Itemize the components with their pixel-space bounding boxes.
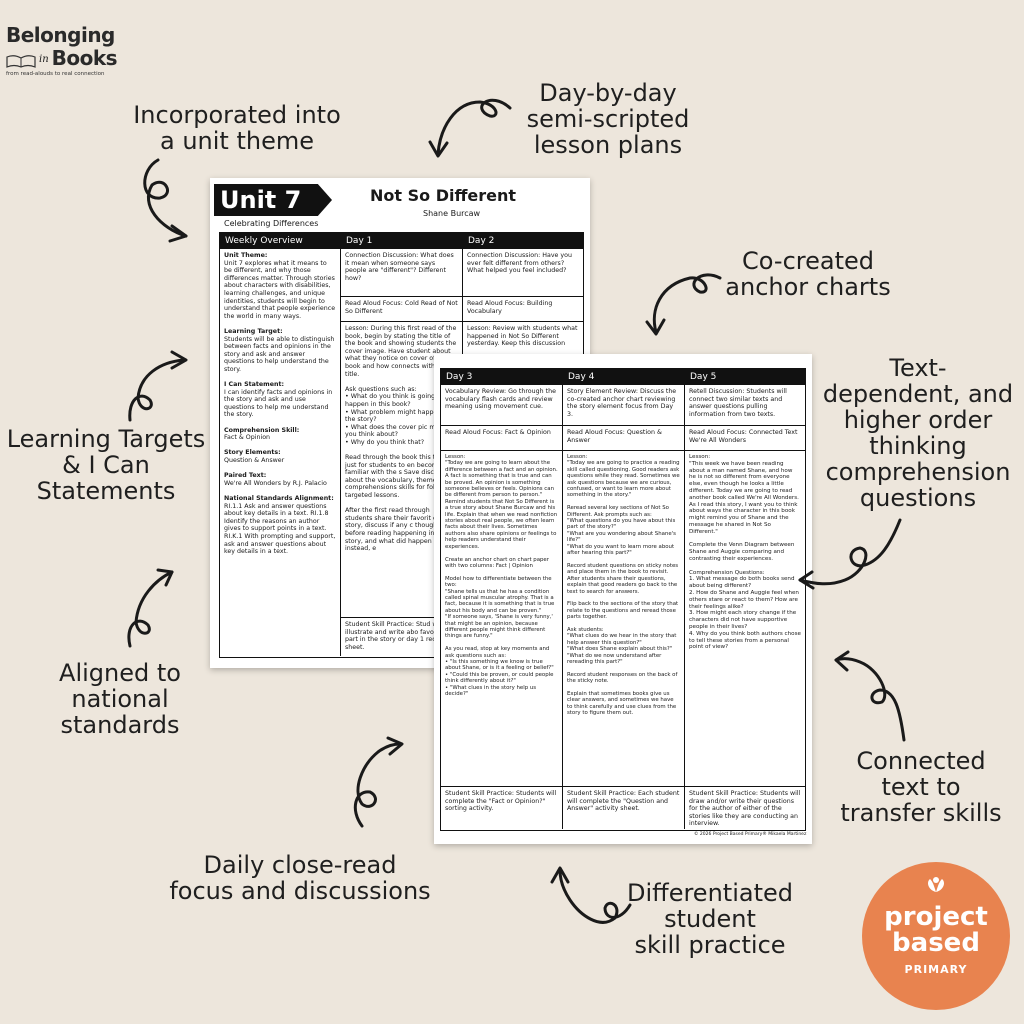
badge-line2: based xyxy=(892,928,980,958)
header-day-4: Day 4 xyxy=(563,369,684,385)
day2-focus: Read Aloud Focus: Building Vocabulary xyxy=(467,300,553,315)
book-author: Shane Burcaw xyxy=(423,209,481,218)
badge-line3: PRIMARY xyxy=(904,963,968,976)
callout-lesson-plans: Day-by-day semi-scripted lesson plans xyxy=(526,79,690,159)
callout-unit-theme: Incorporated into a unit theme xyxy=(133,101,341,155)
arrow-close-read xyxy=(353,742,402,828)
day5-review: Retell Discussion: Students will connect… xyxy=(689,388,787,418)
day3-practice: Student Skill Practice: Students will co… xyxy=(445,790,557,813)
book-title: Not So Different xyxy=(370,186,517,205)
day4-review: Story Element Review: Discuss the co-cre… xyxy=(567,388,677,418)
callout-standards: Aligned to national standards xyxy=(59,659,181,739)
day5-focus: Read Aloud Focus: Connected Text We're A… xyxy=(689,429,798,444)
project-based-primary-badge: project based PRIMARY xyxy=(862,862,1010,1010)
arrow-targets xyxy=(128,358,186,422)
logo-books: Books xyxy=(51,46,118,70)
header-day-1: Day 1 xyxy=(341,233,462,249)
logo-in: in xyxy=(39,54,49,65)
day3-review: Vocabulary Review: Go through the vocabu… xyxy=(445,388,556,411)
callout-connected: Connected text to transfer skills xyxy=(840,747,1002,827)
badge-line1: project xyxy=(884,902,988,932)
logo-line1: Belonging xyxy=(6,23,115,47)
day4-practice: Student Skill Practice: Each student wil… xyxy=(567,790,680,813)
callout-differentiated: Differentiated student skill practice xyxy=(627,879,793,959)
unit-subtitle: Celebrating Differences xyxy=(224,219,319,228)
unit-label: Unit 7 xyxy=(214,184,332,216)
day5-practice: Student Skill Practice: Students will dr… xyxy=(689,790,801,828)
day3-focus: Read Aloud Focus: Fact & Opinion xyxy=(445,429,551,436)
header-day-2: Day 2 xyxy=(463,233,583,249)
copyright: © 2026 Project Based Primary® Mikaela Ma… xyxy=(694,832,807,837)
header-day-3: Day 3 xyxy=(441,369,562,385)
day2-lesson: Lesson: Review with students what happen… xyxy=(467,325,578,348)
day3-lesson: Lesson: "Today we are going to learn abo… xyxy=(445,454,558,698)
callout-anchor-charts: Co-created anchor charts xyxy=(725,247,891,301)
day4-lesson: Lesson: "Today we are going to practice … xyxy=(567,454,680,717)
callout-close-read: Daily close-read focus and discussions xyxy=(169,851,431,905)
lesson-plan-page-2: Day 3 Day 4 Day 5 Vocabulary Review: Go … xyxy=(434,354,812,844)
plan-grid-2: Day 3 Day 4 Day 5 Vocabulary Review: Go … xyxy=(440,368,806,831)
day1-practice: Student Skill Practice: Stud will illust… xyxy=(345,621,456,651)
open-book-icon xyxy=(6,55,36,68)
day5-lesson: Lesson: "This week we have been reading … xyxy=(689,454,801,651)
plan-grid-1: Weekly Overview Day 1 Day 2 Unit Theme:U… xyxy=(219,232,584,658)
arrow-standards xyxy=(127,570,174,648)
callout-questions: Text- dependent, and higher order thinki… xyxy=(822,354,1014,512)
arrow-questions xyxy=(798,518,902,586)
callout-targets: Learning Targets & I Can Statements xyxy=(6,425,206,505)
arrow-connected xyxy=(834,657,906,742)
day2-connection: Connection Discussion: Have you ever fel… xyxy=(467,252,573,275)
belonging-in-books-logo: Belonging in Books from read-alouds to r… xyxy=(6,24,156,77)
arrow-unit-theme xyxy=(143,158,188,238)
leaf-icon xyxy=(928,877,944,892)
logo-tagline: from read-alouds to real connection xyxy=(6,71,105,77)
day1-connection: Connection Discussion: What does it mean… xyxy=(345,252,454,282)
day4-focus: Read Aloud Focus: Question & Answer xyxy=(567,429,662,444)
overview-cell: Unit Theme:Unit 7 explores what it means… xyxy=(224,252,336,556)
header-day-5: Day 5 xyxy=(685,369,805,385)
header-weekly-overview: Weekly Overview xyxy=(220,233,340,249)
day1-focus: Read Aloud Focus: Cold Read of Not So Di… xyxy=(345,300,458,315)
arrow-lesson-plans xyxy=(436,98,512,156)
